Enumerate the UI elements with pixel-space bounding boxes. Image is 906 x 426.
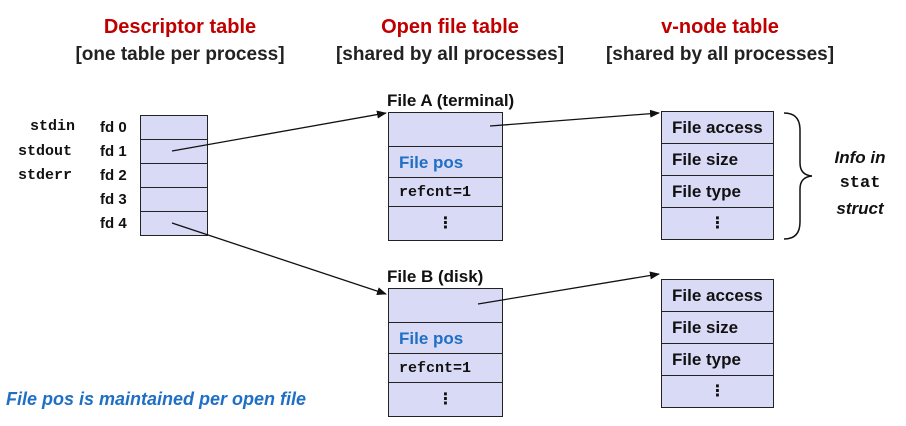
file-b-pos: File pos xyxy=(399,329,464,348)
descriptor-table-subtitle: [one table per process] xyxy=(75,44,285,65)
fd2-label: fd 2 xyxy=(100,167,127,184)
vnode-a-dots-cell: ⋮ xyxy=(661,207,774,240)
stat-brace xyxy=(783,112,813,240)
fd3-label: fd 3 xyxy=(100,191,127,208)
file-b-refcnt: refcnt=1 xyxy=(399,360,472,377)
stat-info-line2: stat xyxy=(839,174,881,193)
vnode-b-ellipsis: ⋮ xyxy=(709,383,726,400)
stdout-label: stdout xyxy=(18,143,73,160)
file-a-to-vnode-a-arrow xyxy=(489,109,660,127)
stat-info-line3: struct xyxy=(836,199,884,218)
file-pos-note: File pos is maintained per open file xyxy=(6,389,307,409)
fd1-label: fd 1 xyxy=(100,143,127,160)
vnode-b-size: File size xyxy=(672,318,739,337)
vnode-b-access: File access xyxy=(672,286,763,305)
stdin-label: stdin xyxy=(30,118,76,135)
file-a-refcnt-cell: refcnt=1 xyxy=(388,177,503,207)
vnode-a-ellipsis: ⋮ xyxy=(709,215,726,232)
file-a-ellipsis: ⋮ xyxy=(437,215,454,232)
file-b-to-vnode-b-arrow xyxy=(477,271,660,305)
file-b-label: File B (disk) xyxy=(387,267,484,286)
file-a-label: File A (terminal) xyxy=(387,91,515,110)
fd4-to-file-b-arrow xyxy=(171,222,387,295)
fd0-cell xyxy=(140,115,208,140)
file-a-dots-cell: ⋮ xyxy=(388,206,503,241)
file-b-ellipsis: ⋮ xyxy=(437,391,454,408)
vnode-b-type-cell: File type xyxy=(661,343,774,376)
fd1-to-file-a-arrow xyxy=(171,110,387,152)
descriptor-table-title: Descriptor table xyxy=(103,16,257,38)
vnode-a-size: File size xyxy=(672,150,739,169)
fd3-cell xyxy=(140,187,208,212)
stat-info-line1: Info in xyxy=(834,148,886,167)
fd4-label: fd 4 xyxy=(100,215,127,232)
file-a-pos-cell: File pos xyxy=(388,146,503,178)
vnode-b-dots-cell: ⋮ xyxy=(661,375,774,408)
open-file-table-subtitle: [shared by all processes] xyxy=(335,44,565,65)
open-file-table-title: Open file table xyxy=(381,16,519,38)
vnode-table-title: v-node table xyxy=(661,16,779,38)
vnode-a-access: File access xyxy=(672,118,763,137)
file-b-dots-cell: ⋮ xyxy=(388,382,503,417)
fd1-cell xyxy=(140,139,208,164)
file-b-refcnt-cell: refcnt=1 xyxy=(388,353,503,383)
vnode-table-subtitle: [shared by all processes] xyxy=(605,44,835,65)
file-a-pos: File pos xyxy=(399,153,464,172)
vnode-b-type: File type xyxy=(672,350,741,369)
stderr-label: stderr xyxy=(18,167,73,184)
fd0-label: fd 0 xyxy=(100,119,127,136)
vnode-b-access-cell: File access xyxy=(661,279,774,312)
vnode-a-type: File type xyxy=(672,182,741,201)
file-a-refcnt: refcnt=1 xyxy=(399,184,472,201)
file-b-pos-cell: File pos xyxy=(388,322,503,354)
vnode-a-access-cell: File access xyxy=(661,111,774,144)
